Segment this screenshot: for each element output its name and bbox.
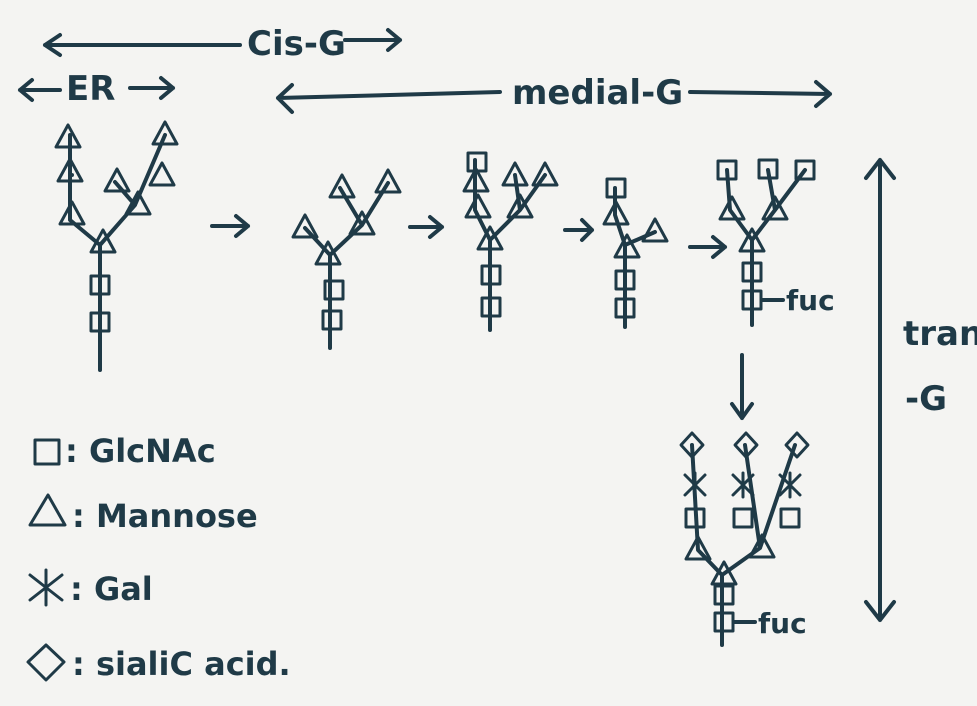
glycan-step-4 xyxy=(602,177,669,329)
legend-glcnac: : GlcNAc xyxy=(33,432,216,470)
glycan-er xyxy=(54,120,179,372)
glycan-final: fuc xyxy=(679,431,810,647)
fucose-label-2: fuc xyxy=(758,607,807,640)
fucose-label-1: fuc xyxy=(786,284,835,317)
step-arrow-1 xyxy=(210,214,250,238)
legend-mannose: : Mannose xyxy=(28,493,258,535)
legend-gal-label: : Gal xyxy=(70,570,153,608)
step-arrow-3 xyxy=(563,218,594,242)
legend-glcnac-label: : GlcNAc xyxy=(65,432,216,470)
step-arrow-4 xyxy=(688,235,727,259)
legend: : GlcNAc : Mannose : Gal : sialiC acid. xyxy=(26,432,291,683)
er-label: ER xyxy=(66,69,115,109)
glycan-step-3 xyxy=(462,151,559,332)
medial-golgi-label: medial-G xyxy=(512,73,683,113)
er-arrow: ER xyxy=(18,69,175,109)
cis-golgi-arrow: Cis-G xyxy=(43,24,402,64)
legend-mannose-label: : Mannose xyxy=(72,497,258,535)
glycan-step-2 xyxy=(291,168,402,350)
step-arrow-5 xyxy=(730,353,754,420)
legend-sialic-acid: : sialiC acid. xyxy=(26,643,291,683)
trans-golgi-label-2: -G xyxy=(905,379,947,419)
glycan-step-5: fuc xyxy=(716,158,835,327)
cis-golgi-label: Cis-G xyxy=(247,24,346,64)
legend-sialic-acid-label: : sialiC acid. xyxy=(72,645,291,683)
legend-gal: : Gal xyxy=(28,568,153,608)
trans-golgi-label-1: trans xyxy=(903,314,977,354)
step-arrow-2 xyxy=(408,215,444,239)
medial-golgi-arrow: medial-G xyxy=(276,73,832,114)
trans-golgi-arrow: trans -G xyxy=(864,158,977,622)
